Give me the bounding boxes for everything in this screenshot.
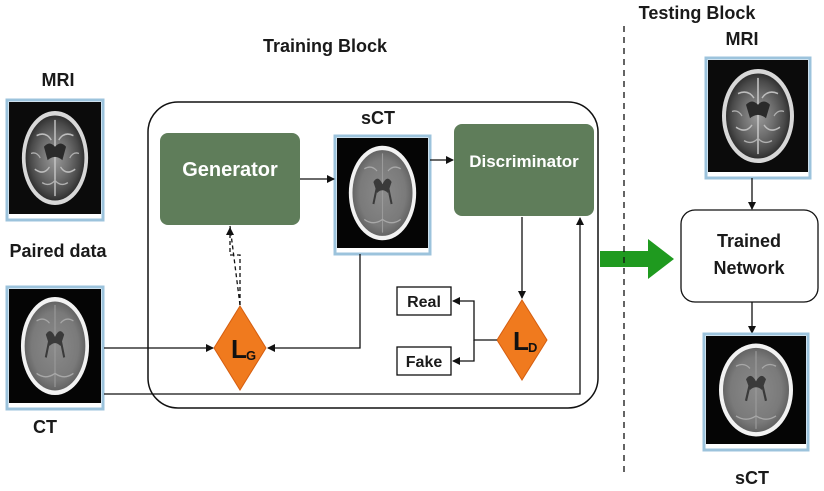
sct-to-generator-loss-arrow [267, 254, 361, 352]
discriminator-label: Discriminator [469, 152, 579, 171]
paired-data-label: Paired data [9, 241, 107, 261]
generator-label: Generator [182, 159, 278, 181]
mri-input-label: MRI [42, 70, 75, 90]
generator-loss-diamond: L G [213, 305, 267, 391]
fake-label: Fake [406, 354, 443, 371]
generator-loss-letter: L [231, 334, 247, 364]
real-output-box: Real [396, 286, 452, 316]
trained-network-line2: Network [713, 258, 785, 278]
trained-network-box: Trained Network [680, 209, 819, 303]
test-sct-label: sCT [735, 468, 769, 488]
real-label: Real [407, 294, 441, 311]
loss-to-generator-dashed-arrow [229, 225, 241, 306]
test-mri-image [704, 56, 812, 180]
discriminator-loss-diamond: L D [496, 299, 548, 381]
fake-output-box: Fake [396, 346, 452, 376]
sct-label: sCT [361, 108, 395, 128]
loss-to-fake-arrow [452, 340, 475, 365]
training-to-testing-arrow [600, 239, 674, 279]
training-block-frame [147, 101, 599, 409]
ct-to-discriminator-arrow [104, 217, 584, 395]
testing-block-title: Testing Block [639, 3, 757, 23]
discriminator-box: Discriminator [454, 124, 594, 216]
ct-input-label: CT [33, 417, 57, 437]
sct-generated-image [333, 134, 432, 256]
generator-box: Generator [160, 133, 300, 225]
training-block-title: Training Block [263, 36, 388, 56]
loss-feedback-path [226, 227, 241, 305]
test-mri-label: MRI [726, 29, 759, 49]
mri-input-image [5, 98, 105, 222]
ct-input-image [5, 285, 105, 411]
discriminator-loss-subscript: D [528, 340, 537, 355]
test-sct-image [702, 332, 810, 452]
generator-loss-subscript: G [246, 348, 256, 363]
loss-to-real-arrow [452, 297, 497, 341]
discriminator-loss-letter: L [513, 326, 529, 356]
trained-network-line1: Trained [717, 231, 781, 251]
